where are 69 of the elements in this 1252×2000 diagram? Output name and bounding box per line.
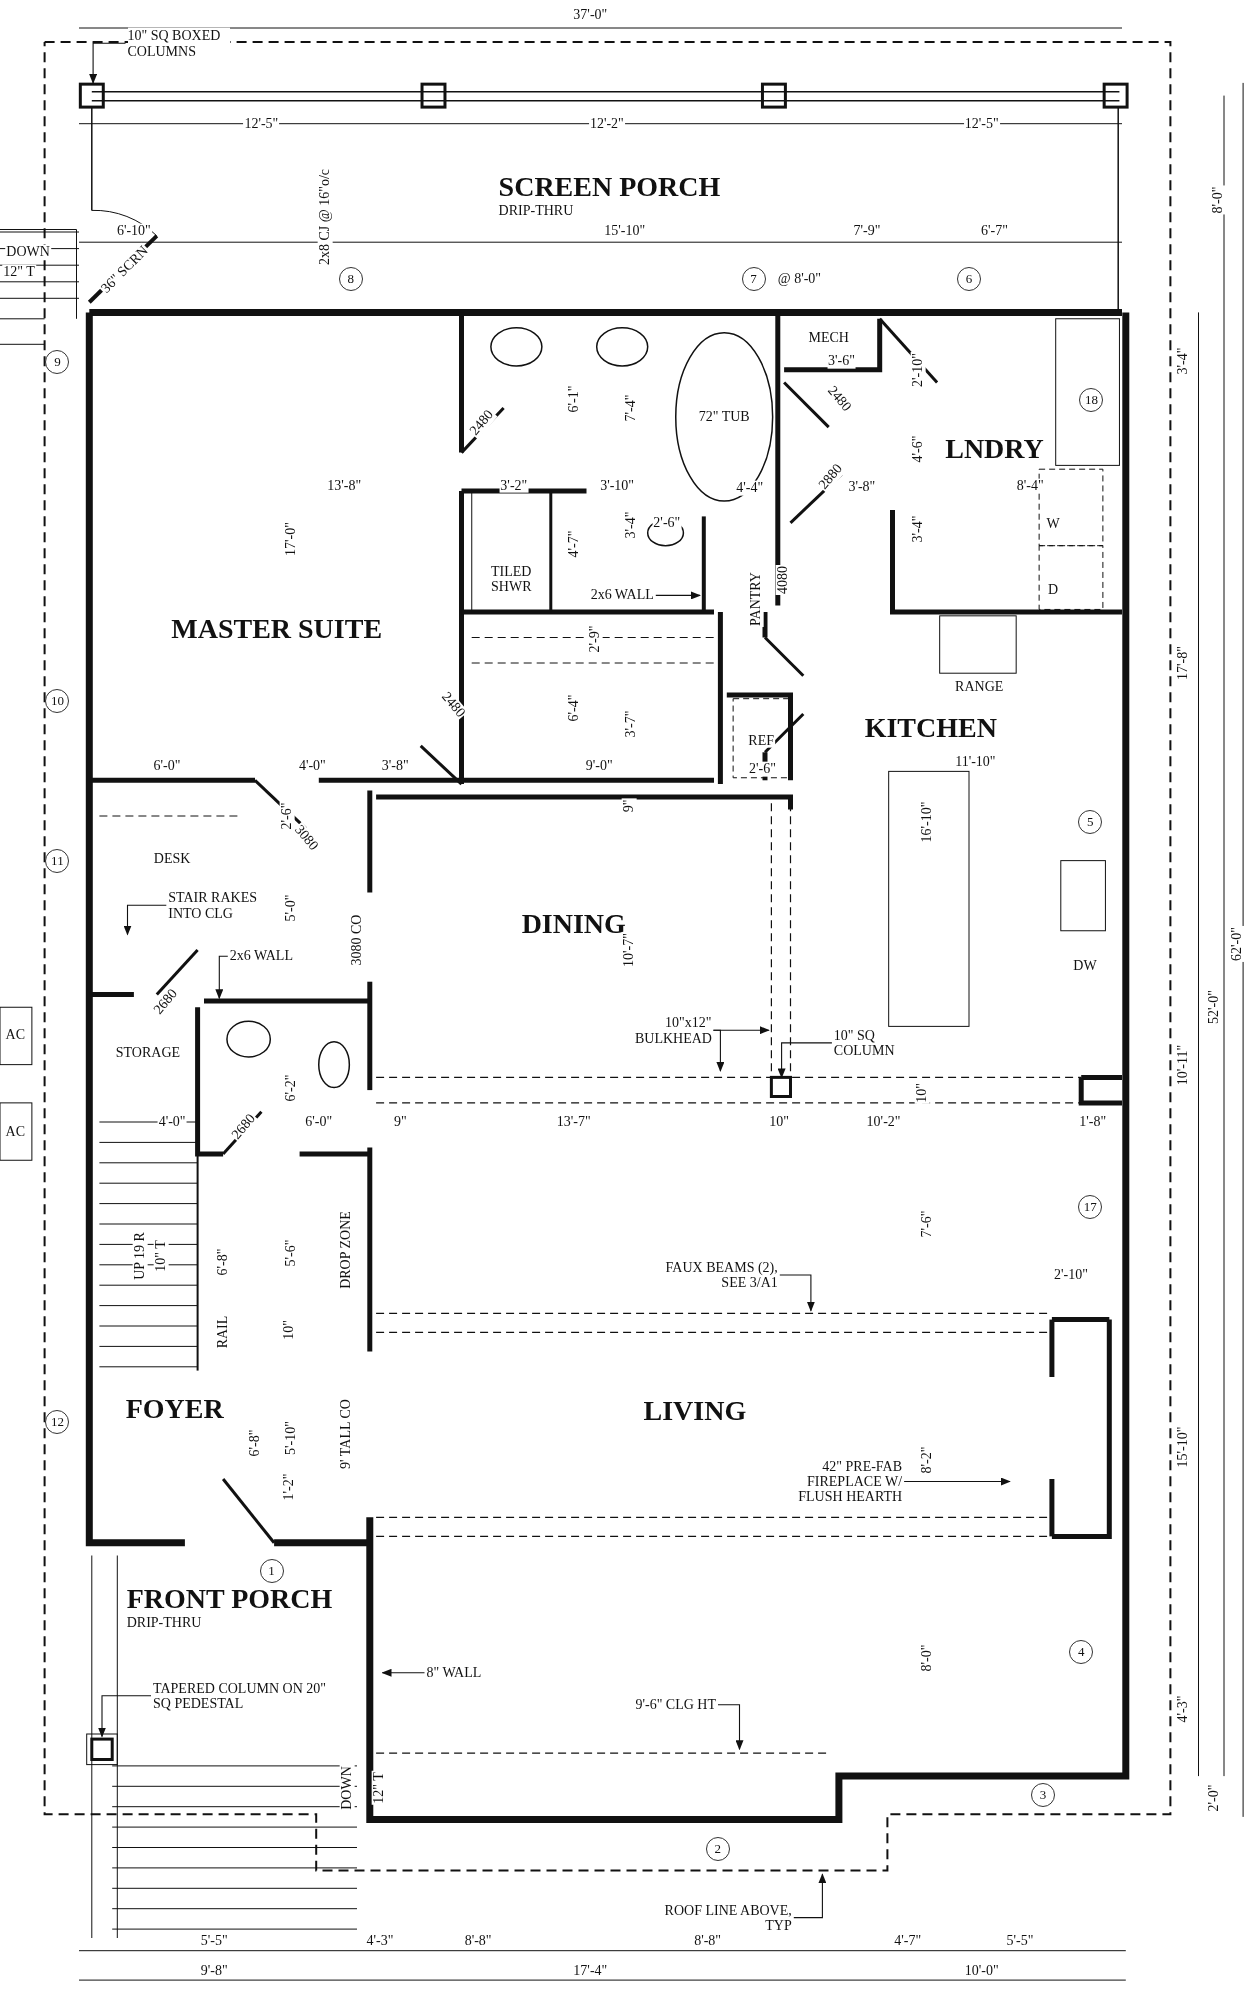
callout-number: 3 bbox=[1030, 1783, 1055, 1808]
leader-line bbox=[717, 1704, 744, 1751]
plan-label: 2x8 CJ @ 16"o/c bbox=[317, 167, 333, 266]
callout-number: 10 bbox=[45, 689, 70, 714]
plan-label: 3'-6" bbox=[827, 353, 856, 369]
plan-label: 4'-4" bbox=[735, 480, 765, 496]
plan-label: 2'-10" bbox=[910, 351, 926, 388]
leader-line bbox=[98, 1695, 152, 1738]
callout-number: 6 bbox=[957, 267, 981, 292]
plan-label: 12'-5" bbox=[963, 116, 1000, 131]
plan-label: 12" T bbox=[371, 1770, 386, 1805]
callout-number: 9 bbox=[45, 350, 70, 375]
callout-number: 18 bbox=[1079, 388, 1104, 413]
leader-line bbox=[381, 1668, 426, 1677]
plan-label: 9' TALL CO bbox=[338, 1398, 353, 1471]
plan-label: 10" bbox=[914, 1081, 930, 1104]
callout-number: 12 bbox=[45, 1409, 70, 1434]
callout-number: 11 bbox=[45, 848, 70, 873]
room-name: FRONT PORCH bbox=[126, 1582, 333, 1615]
plan-label: 9" bbox=[621, 798, 636, 814]
leader-line bbox=[779, 1274, 815, 1312]
callout-text: 10" SQ BOXED COLUMNS bbox=[127, 27, 230, 59]
leader-line bbox=[777, 1042, 833, 1079]
leader-line bbox=[712, 1029, 725, 1072]
leader-line bbox=[655, 591, 701, 600]
callout-number: 7 bbox=[741, 267, 766, 292]
leader-line bbox=[123, 904, 167, 936]
leader-line bbox=[215, 955, 229, 1000]
plan-label: 5'-5" bbox=[1005, 1933, 1035, 1948]
plan-label: 8'-0" bbox=[1210, 185, 1225, 215]
plan-label: 12'-2" bbox=[588, 116, 625, 131]
plan-label: UP 19 R bbox=[132, 1231, 148, 1281]
leader-line bbox=[903, 1477, 1011, 1486]
plan-label: 8'-8" bbox=[693, 1933, 723, 1948]
leader-line bbox=[89, 42, 127, 84]
room-name: MASTER SUITE bbox=[171, 612, 383, 645]
callout-number: 2 bbox=[705, 1836, 730, 1861]
plan-label: 3'-2" bbox=[499, 478, 529, 494]
plan-label: 5'-5" bbox=[199, 1933, 229, 1948]
callout-number: 4 bbox=[1069, 1640, 1094, 1665]
plan-label: 10" T bbox=[153, 1239, 168, 1273]
callout-number: 8 bbox=[338, 267, 363, 292]
room-name: KITCHEN bbox=[864, 712, 997, 744]
plan-label: @ 8'-0" bbox=[776, 271, 823, 287]
plan-label: 2'-9" bbox=[588, 624, 603, 654]
plan-label: 12'-5" bbox=[243, 116, 280, 131]
plan-label: 4'-3" bbox=[365, 1933, 395, 1948]
plan-label: 12" T bbox=[2, 264, 36, 279]
callout-number: 5 bbox=[1078, 810, 1103, 835]
room-name: FOYER bbox=[125, 1392, 224, 1425]
plan-label: 2'-6" bbox=[279, 801, 295, 831]
plan-label: 2'-6" bbox=[748, 761, 777, 777]
plan-label: 4'-7" bbox=[893, 1933, 923, 1948]
callout-text: 10"x12" BULKHEAD bbox=[634, 1014, 712, 1046]
room-name: LIVING bbox=[643, 1395, 747, 1428]
plan-label: DOWN bbox=[339, 1764, 355, 1811]
plan-label: DROP ZONE bbox=[338, 1209, 353, 1290]
room-name: SCREEN PORCH bbox=[498, 171, 721, 204]
plan-label: PANTRY bbox=[748, 571, 764, 628]
plan-label: 62'-0" bbox=[1229, 925, 1245, 962]
room-name: LNDRY bbox=[945, 432, 1044, 465]
callout-number: 1 bbox=[259, 1558, 284, 1583]
plan-label: REF bbox=[747, 733, 775, 749]
plan-label: 8'-8" bbox=[463, 1933, 493, 1948]
callout-number: 17 bbox=[1078, 1195, 1103, 1220]
room-note: DRIP-THRU bbox=[498, 203, 575, 220]
room-note: DRIP-THRU bbox=[126, 1614, 203, 1631]
plan-label: 2'-6" bbox=[652, 515, 682, 531]
leader-line bbox=[793, 1873, 827, 1919]
